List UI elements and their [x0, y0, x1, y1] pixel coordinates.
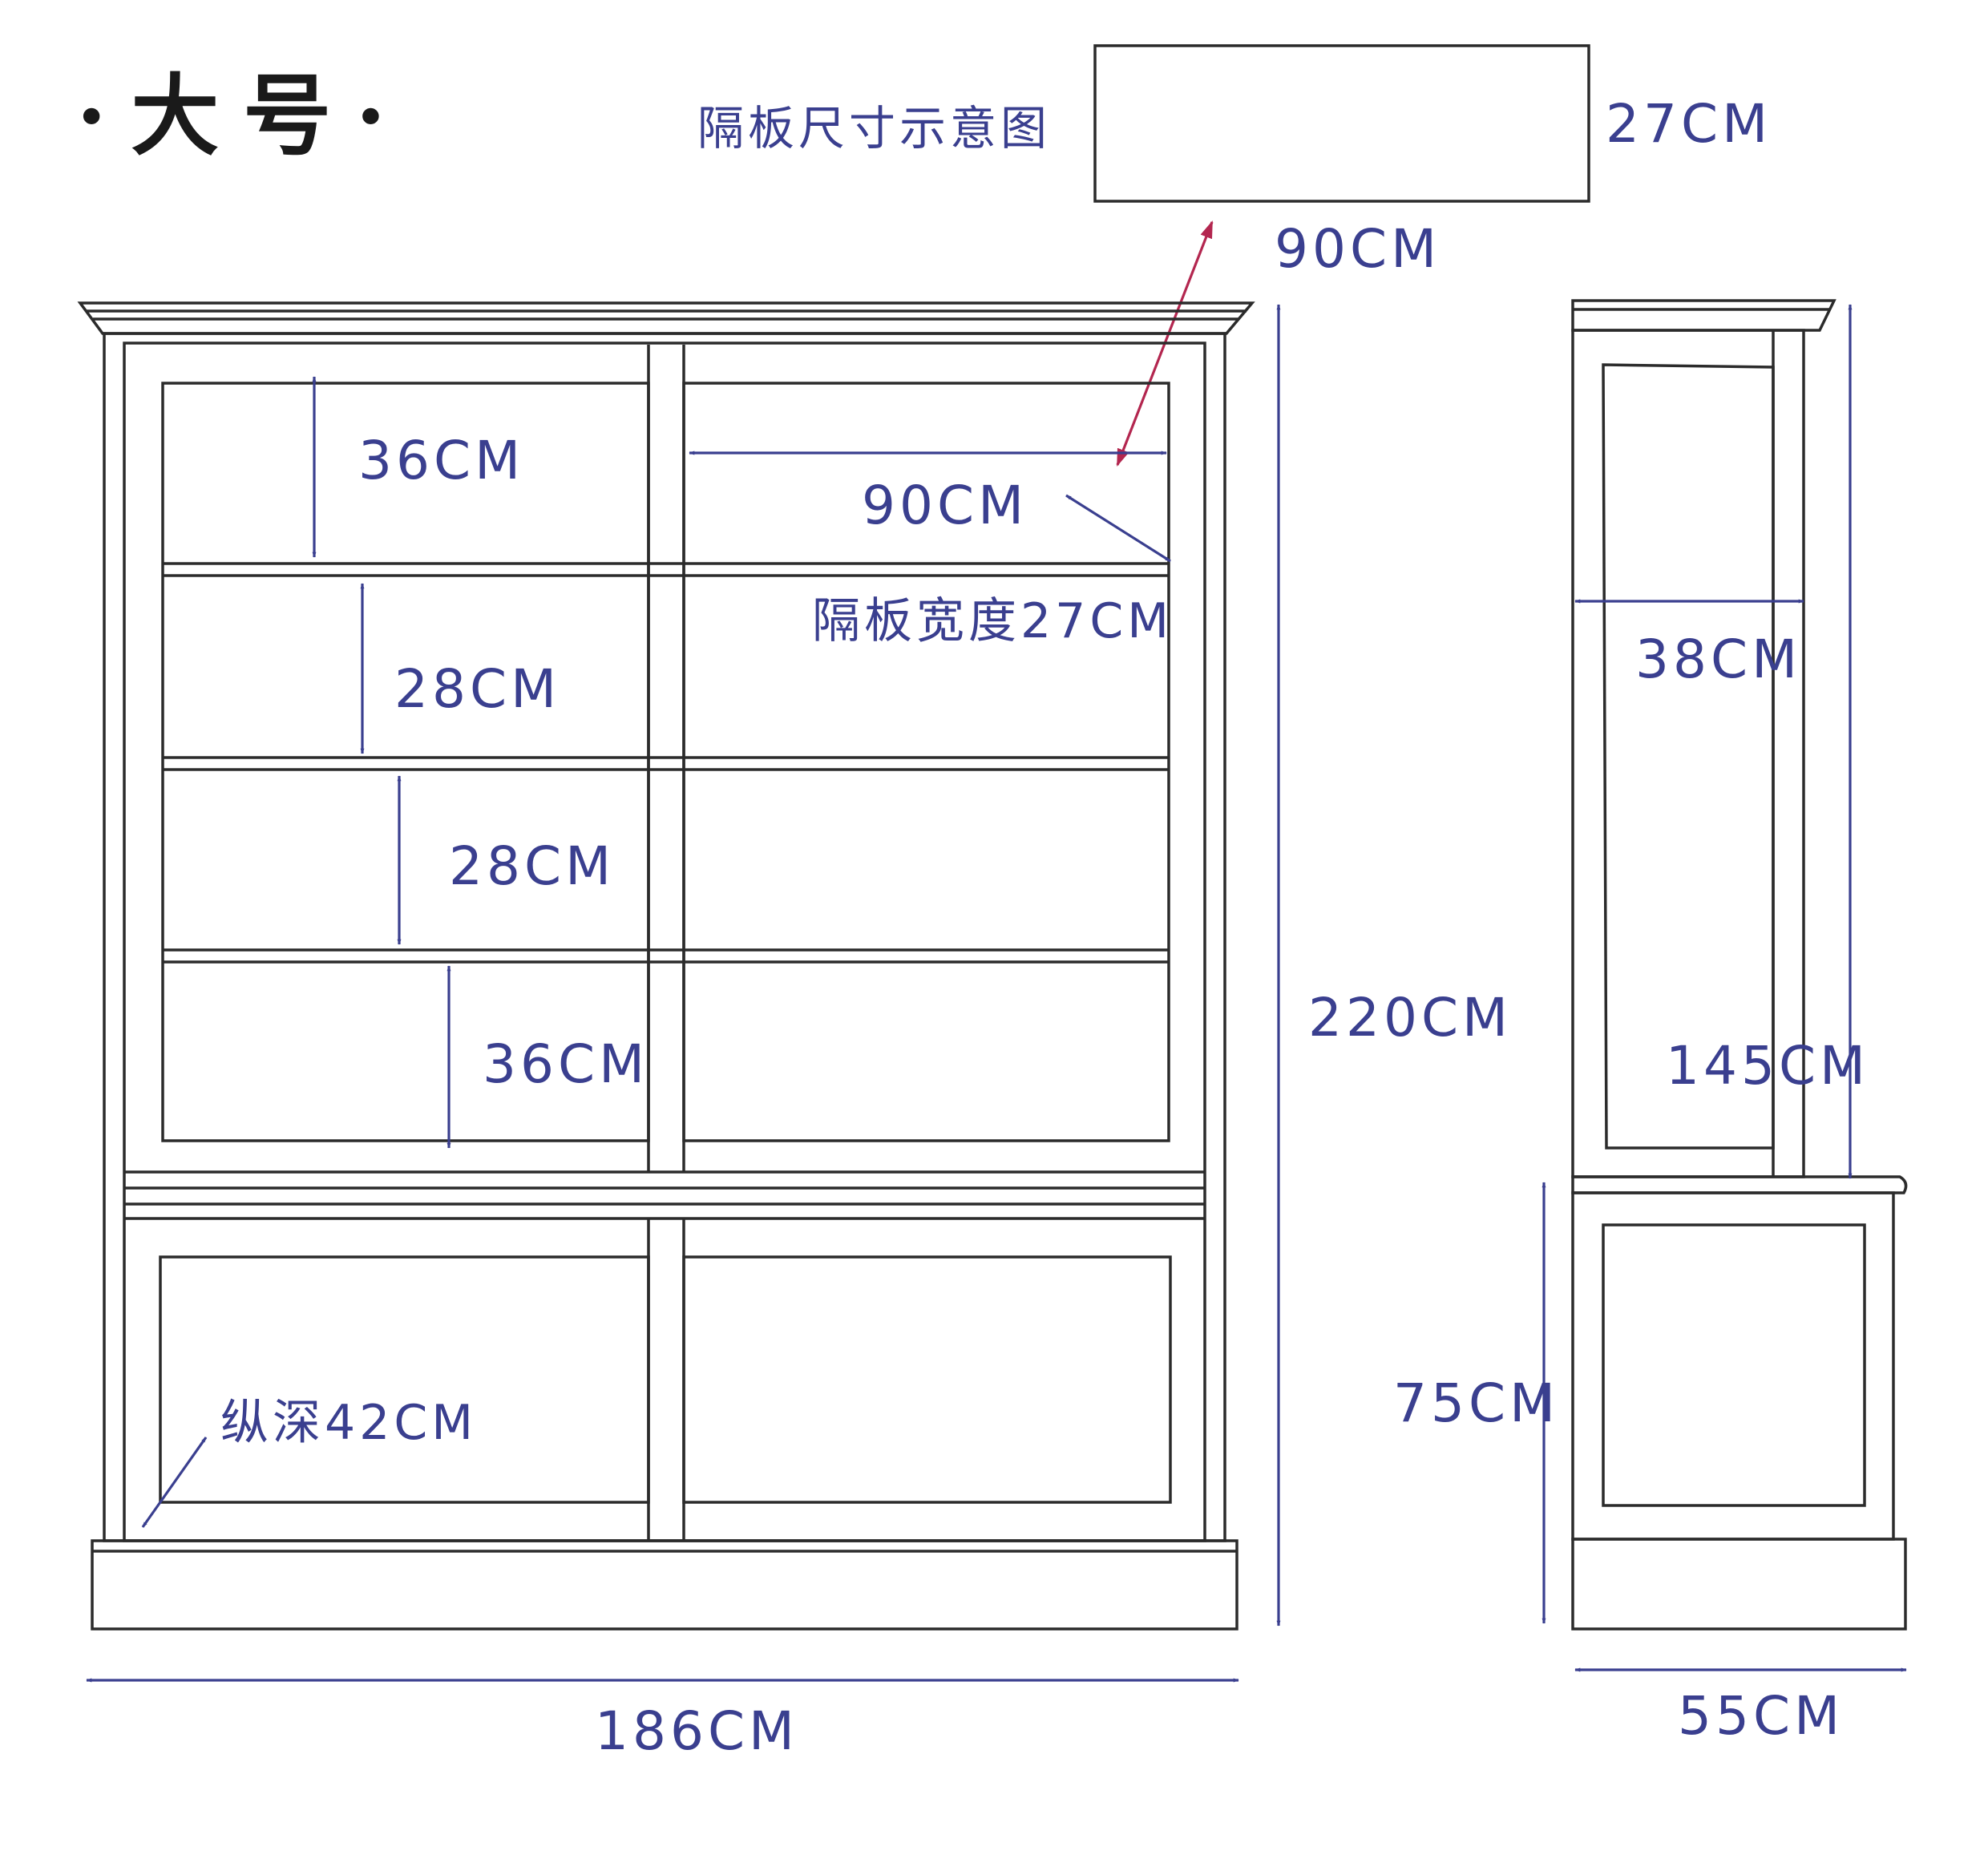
- shelf-width-label: 90CM: [1275, 218, 1440, 280]
- upper-left-door: [161, 382, 650, 1142]
- upper-height-label: 145CM: [1666, 1035, 1869, 1097]
- front-upper-carcass: [103, 332, 1226, 1542]
- side-view: 38CM 145CM 75CM 55CM: [1393, 299, 1908, 1747]
- page-title: ·大号·: [76, 64, 410, 168]
- side-lower-panel: [1602, 1223, 1866, 1507]
- shelf-caption: 隔板尺寸示意图: [697, 101, 1051, 156]
- shelf-diagram: 隔板尺寸示意图 27CM 90CM: [697, 44, 1772, 467]
- inner-width-label: 90CM: [862, 475, 1028, 536]
- total-height-label: 220CM: [1308, 987, 1512, 1049]
- gap-2-label: 28CM: [394, 658, 560, 720]
- shelf-width-note: 隔板宽度27CM: [812, 593, 1173, 649]
- front-plinth: [91, 1539, 1238, 1631]
- shelf-board: [1093, 44, 1590, 203]
- shelf-depth-label: 27CM: [1606, 93, 1772, 155]
- gap-3-label: 28CM: [449, 835, 615, 897]
- lower-right-panel: [682, 1255, 1172, 1504]
- side-plinth: [1571, 1538, 1907, 1631]
- lower-height-label: 75CM: [1393, 1372, 1559, 1434]
- lower-left-panel: [159, 1255, 650, 1504]
- gap-1-label: 36CM: [358, 430, 524, 491]
- depth-note-arrow: [141, 1437, 208, 1528]
- gap-4-label: 36CM: [483, 1033, 649, 1095]
- total-depth-label: 55CM: [1678, 1685, 1844, 1747]
- depth-note: 纵深42CM: [220, 1395, 477, 1451]
- front-view: 36CM 28CM 28CM 36CM 90CM 隔板宽度27CM 纵深42CM…: [77, 301, 1512, 1762]
- side-upper-panel: [1602, 363, 1775, 1150]
- side-counter: [1571, 1175, 1908, 1194]
- side-lower-carcass: [1571, 1191, 1895, 1541]
- total-width-label: 186CM: [595, 1700, 798, 1762]
- upper-depth-label: 38CM: [1635, 628, 1801, 690]
- shelf-width-note-arrow: [1065, 494, 1171, 563]
- side-crown: [1571, 299, 1836, 332]
- front-crown: [77, 301, 1255, 335]
